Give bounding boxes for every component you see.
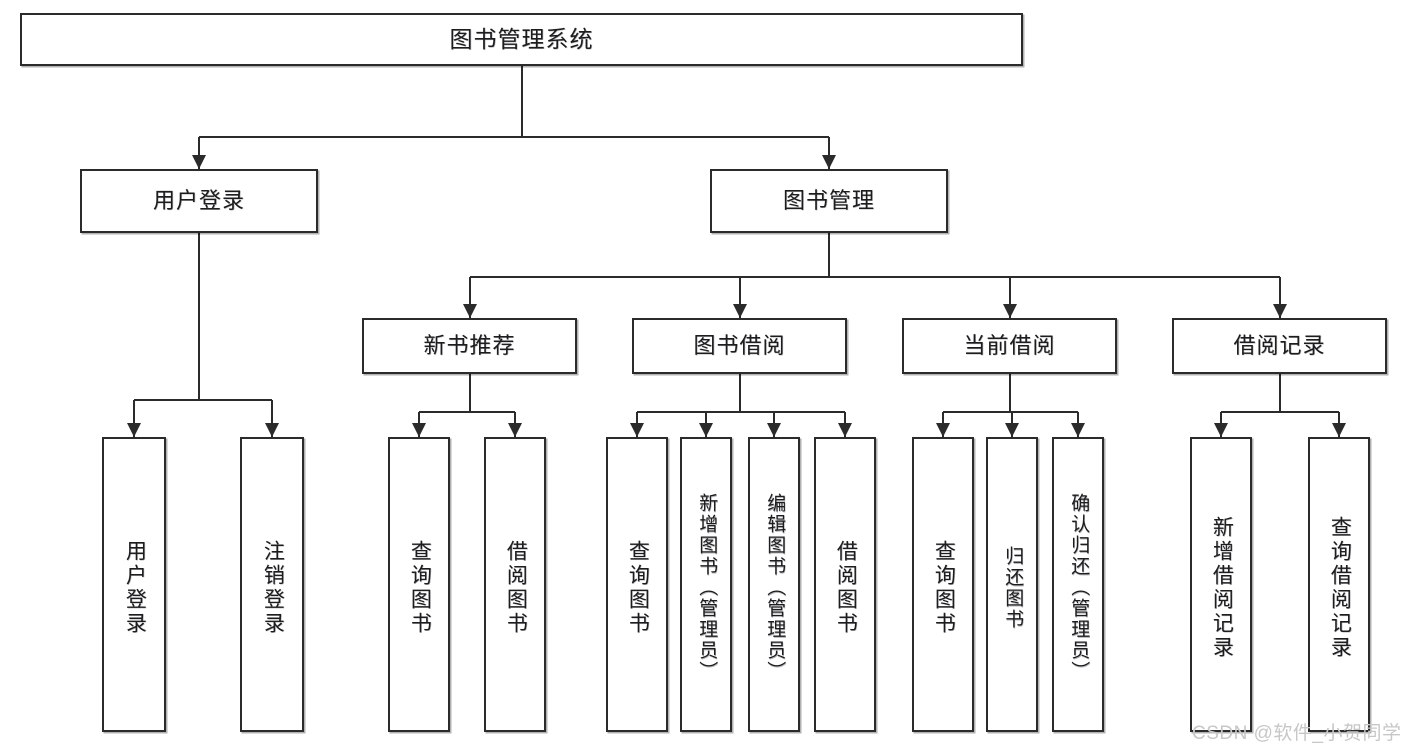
- leaf-node[interactable]: 编辑图书（管理员）: [748, 437, 800, 732]
- connector-arrowhead: [838, 423, 852, 437]
- connector-drop: [198, 137, 200, 169]
- node-label: 借阅图书: [504, 539, 528, 636]
- leaf-node[interactable]: 新增借阅记录: [1190, 437, 1252, 732]
- connector-drop: [738, 277, 741, 318]
- node-label: 查询借阅记录: [1328, 515, 1352, 660]
- leaf-node[interactable]: 用户登录: [102, 437, 166, 732]
- node-label: 图书借阅: [693, 333, 786, 359]
- node-label: 新书推荐: [423, 333, 516, 359]
- connector-parent-stem: [738, 374, 741, 412]
- connector-root-bus: [199, 136, 829, 138]
- leaf-node[interactable]: 注销登录: [240, 437, 304, 732]
- connector-arrowhead: [732, 304, 747, 318]
- node-label: 用户登录: [123, 539, 147, 636]
- connector-parent-stem: [198, 233, 200, 400]
- connector-leaf-bus: [419, 411, 515, 413]
- connector-leaf-bus: [943, 411, 1078, 413]
- connector-arrowhead: [1002, 304, 1017, 318]
- connector-arrowhead: [127, 423, 141, 437]
- node-label: 确认归还（管理员）: [1068, 493, 1090, 682]
- leaf-node[interactable]: 查询借阅记录: [1308, 437, 1370, 732]
- connector-arrowhead: [1071, 423, 1085, 437]
- connector-level3-bus: [469, 276, 1280, 278]
- connector-arrowhead: [630, 423, 644, 437]
- node-label: 新增图书（管理员）: [696, 493, 718, 682]
- connector-arrowhead: [1005, 423, 1019, 437]
- connector-drop: [1008, 277, 1011, 318]
- connector-root-stem: [520, 66, 523, 137]
- connector-arrowhead: [699, 423, 713, 437]
- connector-arrowhead: [822, 155, 836, 169]
- connector-parent-stem: [468, 374, 471, 412]
- connector-arrowhead: [1332, 423, 1346, 437]
- connector-arrowhead: [462, 304, 477, 318]
- node-label: 归还图书: [1002, 545, 1024, 630]
- connector-leaf-bus: [134, 399, 272, 401]
- leaf-node[interactable]: 确认归还（管理员）: [1052, 437, 1104, 732]
- node-label: 借阅图书: [834, 539, 858, 636]
- node-book-borrow[interactable]: 图书借阅: [632, 318, 847, 374]
- connector-drop: [468, 277, 471, 318]
- node-label: 用户登录: [152, 188, 245, 214]
- connector-parent-stem: [1278, 374, 1281, 412]
- connector-arrowhead: [192, 155, 206, 169]
- connector-parent-stem: [1008, 374, 1011, 412]
- node-book-management[interactable]: 图书管理: [710, 169, 948, 233]
- connector-parent-stem: [828, 233, 830, 277]
- leaf-node[interactable]: 查询图书: [606, 437, 668, 732]
- connector-arrowhead: [936, 423, 950, 437]
- node-label: 新增借阅记录: [1210, 515, 1234, 660]
- connector-drop: [133, 400, 135, 437]
- connector-drop: [1278, 277, 1281, 318]
- leaf-node[interactable]: 借阅图书: [814, 437, 876, 732]
- node-borrow-records[interactable]: 借阅记录: [1172, 318, 1387, 374]
- leaf-node[interactable]: 借阅图书: [484, 437, 546, 732]
- connector-arrowhead: [265, 423, 279, 437]
- connector-leaf-bus: [1221, 411, 1339, 413]
- connector-arrowhead: [1214, 423, 1228, 437]
- node-root-system[interactable]: 图书管理系统: [20, 13, 1023, 66]
- node-label: 查询图书: [932, 539, 956, 636]
- connector-drop: [271, 400, 273, 437]
- csdn-watermark: CSDN @软件_小贺同学: [1192, 723, 1402, 744]
- connector-arrowhead: [1272, 304, 1287, 318]
- node-label: 注销登录: [261, 539, 285, 636]
- connector-arrowhead: [412, 423, 426, 437]
- leaf-node[interactable]: 查询图书: [388, 437, 450, 732]
- leaf-node[interactable]: 新增图书（管理员）: [680, 437, 732, 732]
- node-label: 查询图书: [408, 539, 432, 636]
- node-current-borrow[interactable]: 当前借阅: [902, 318, 1117, 374]
- node-user-login[interactable]: 用户登录: [80, 169, 318, 233]
- connector-leaf-bus: [637, 411, 845, 413]
- node-label: 编辑图书（管理员）: [764, 493, 786, 682]
- node-label: 当前借阅: [963, 333, 1056, 359]
- connector-arrowhead: [508, 423, 522, 437]
- node-label: 图书管理: [782, 188, 875, 214]
- connector-drop: [828, 137, 830, 169]
- node-label: 查询图书: [626, 539, 650, 636]
- node-label: 图书管理系统: [449, 26, 594, 53]
- node-new-book-recommendation[interactable]: 新书推荐: [362, 318, 577, 374]
- connector-arrowhead: [767, 423, 781, 437]
- leaf-node[interactable]: 归还图书: [986, 437, 1038, 732]
- node-label: 借阅记录: [1233, 333, 1326, 359]
- leaf-node[interactable]: 查询图书: [912, 437, 974, 732]
